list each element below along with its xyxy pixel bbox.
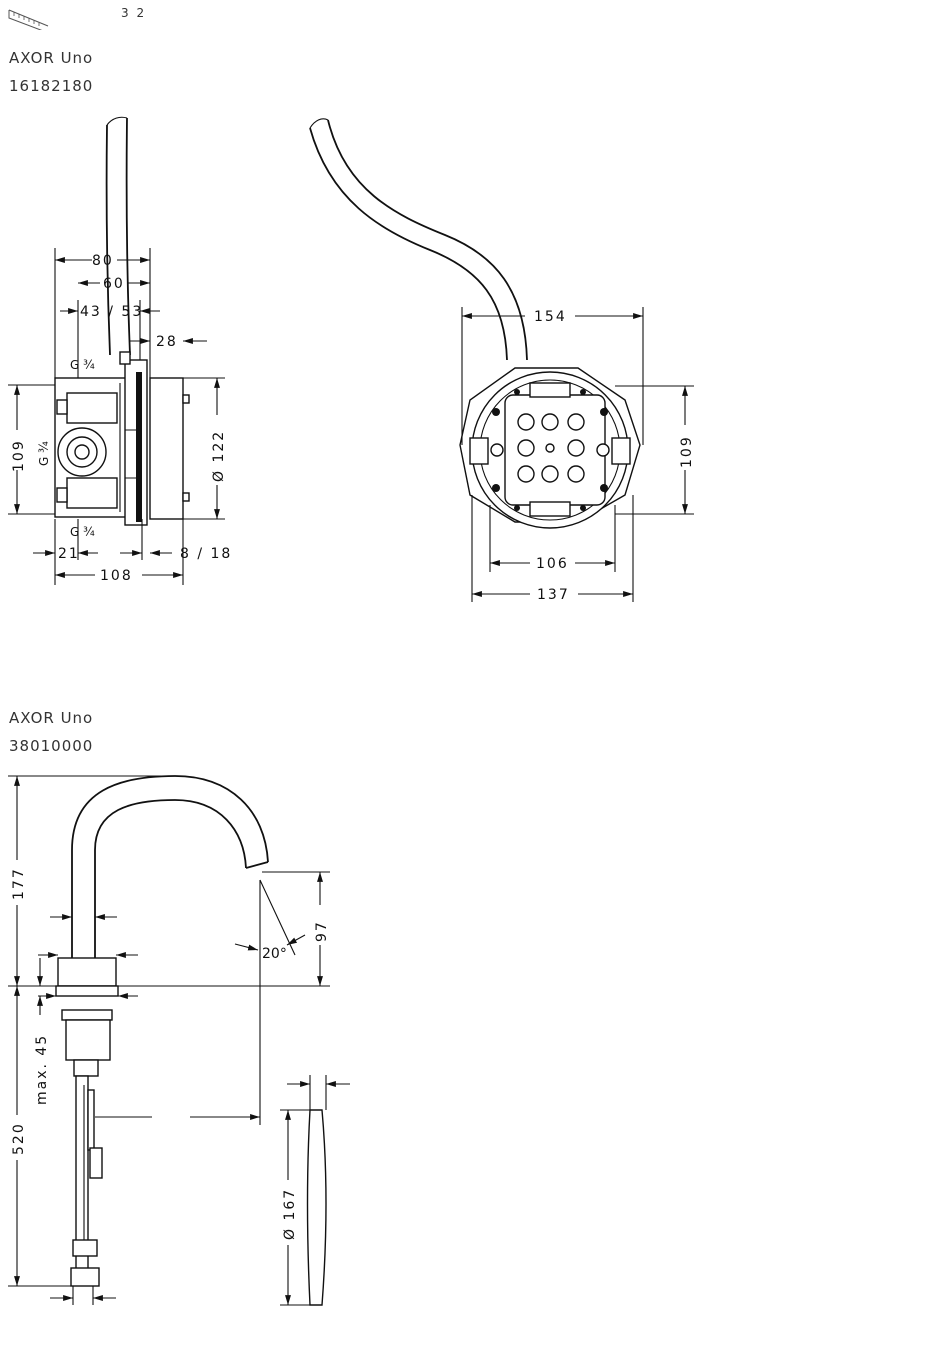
dim-80: 80 (92, 253, 114, 269)
g-thread-left: G ¾ (37, 441, 51, 466)
dim-154: 154 (534, 309, 567, 325)
dim-diameter-122: Ø 122 (211, 430, 227, 482)
spout-view: 177 97 20° max. 45 520 Ø 167 (8, 776, 350, 1305)
dim-43-53: 43 / 53 (80, 304, 143, 320)
dim-diameter-167: Ø 167 (282, 1188, 298, 1240)
dim-106: 106 (536, 556, 569, 572)
g-thread-top: G ¾ (70, 358, 95, 372)
dim-8-18: 8 / 18 (180, 546, 232, 562)
dim-109-side: 109 (11, 439, 27, 472)
side-view: 80 60 43 / 53 28 G ¾ 109 G ¾ Ø 122 G ¾ 2… (8, 117, 232, 585)
dim-max-45: max. 45 (34, 1034, 50, 1105)
g-thread-bottom: G ¾ (70, 525, 95, 539)
dim-21: 21 (58, 546, 80, 562)
dim-108: 108 (100, 568, 133, 584)
dim-109-front: 109 (679, 435, 695, 468)
dim-60: 60 (103, 276, 125, 292)
dim-137: 137 (537, 587, 570, 603)
dim-97: 97 (314, 920, 330, 942)
dim-520: 520 (11, 1122, 27, 1155)
front-view: 154 109 106 137 (310, 119, 695, 603)
angle-20: 20° (262, 946, 287, 962)
dim-28: 28 (156, 334, 178, 350)
dim-177: 177 (11, 867, 27, 900)
